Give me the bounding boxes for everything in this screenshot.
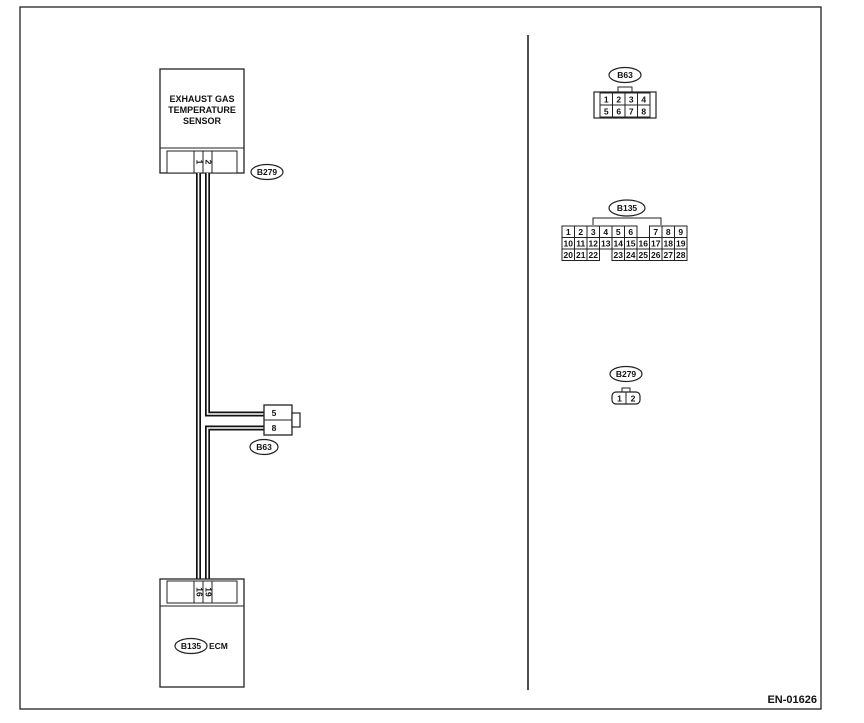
b135-face-pin-label: 19 <box>676 239 686 249</box>
connector-face-b279: B279 1 2 <box>609 365 643 405</box>
b135-face-pin-label: 28 <box>676 250 686 260</box>
b63-face-pin-label: 5 <box>604 107 609 117</box>
b135-face-pin-label: 14 <box>614 239 624 249</box>
b63-face-latch <box>617 86 633 93</box>
b63-face-pin-label: 7 <box>629 107 634 117</box>
b63-face-tag <box>608 66 642 84</box>
sensor-connector-tag <box>250 163 284 181</box>
b135-face-pin-label: 4 <box>603 227 608 237</box>
b63-face-pin-label: 3 <box>629 95 634 105</box>
b279-face-pin-1: 1 <box>617 394 622 404</box>
b135-face-pin-label: 11 <box>576 239 585 249</box>
b135-face-pin-label: 17 <box>651 239 661 249</box>
b135-face-pin-label: 20 <box>564 250 574 260</box>
b135-face-pin-label: 3 <box>591 227 596 237</box>
joint-pin-8-label: 8 <box>272 423 277 433</box>
ecm-connector-housing <box>166 580 238 604</box>
sensor-pin-2-label: 2 <box>203 160 213 165</box>
b135-face-cell <box>674 248 688 261</box>
b135-face-pin-label: 23 <box>614 250 624 260</box>
ecm-label: ECM <box>209 641 228 651</box>
b135-face-pin-label: 26 <box>651 250 661 260</box>
b135-face-pin-label: 22 <box>589 250 599 260</box>
outer-frame <box>19 6 822 710</box>
b135-face-cell <box>586 248 600 261</box>
b135-face-pin-label: 2 <box>578 227 583 237</box>
b135-face-pin-label: 21 <box>576 250 586 260</box>
b279-face-code: B279 <box>616 369 637 379</box>
ecm-unit: 16 19 B135 ECM <box>159 578 245 688</box>
joint-connector-latch <box>291 412 301 428</box>
wire-pin2-core <box>206 173 266 415</box>
b135-face-pin-label: 18 <box>664 239 674 249</box>
ecm-connector-code: B135 <box>181 641 202 651</box>
b279-face-pin-2: 2 <box>631 394 636 404</box>
b135-face-pin-label: 24 <box>626 250 636 260</box>
b135-face-pin-label: 25 <box>639 250 649 260</box>
sensor-connector-housing <box>166 150 238 174</box>
b135-face-pin-label: 10 <box>564 239 574 249</box>
b63-face-code: B63 <box>617 70 633 80</box>
b135-face-pin-label: 9 <box>678 227 683 237</box>
figure-code: EN-01626 <box>767 694 817 706</box>
b63-face-cell <box>637 104 651 118</box>
b135-face-tag <box>608 199 646 217</box>
b135-face-latch <box>592 217 662 225</box>
exhaust-gas-sensor: EXHAUST GAS TEMPERATURE SENSOR 1 2 B279 <box>159 68 284 181</box>
joint-connector-code: B63 <box>256 442 272 452</box>
joint-pin-5-label: 5 <box>272 408 277 418</box>
ecm-pin-19-label: 19 <box>203 587 213 597</box>
b135-face-pin-label: 5 <box>616 227 621 237</box>
joint-connector-b63: 5 8 B63 <box>249 404 301 456</box>
ecm-connector-tag <box>174 637 208 655</box>
sensor-title-line-3: SENSOR <box>183 116 222 126</box>
b135-face-pin-label: 16 <box>639 239 649 249</box>
b63-face-pin-label: 8 <box>641 107 646 117</box>
b135-face-pin-label: 8 <box>666 227 671 237</box>
b135-face-pin-label: 15 <box>626 239 636 249</box>
b135-face-pin-label: 12 <box>589 239 599 249</box>
b135-face-pin-label: 27 <box>664 250 674 260</box>
b135-face-pin-label: 1 <box>566 227 571 237</box>
sensor-connector-code: B279 <box>257 167 278 177</box>
b63-face-pin-label: 2 <box>616 95 621 105</box>
b63-face-pin-label: 4 <box>641 95 646 105</box>
ecm-pin-16-label: 16 <box>194 587 204 597</box>
wire-pin2-to-b63-5 <box>205 173 266 417</box>
sensor-title-line-2: TEMPERATURE <box>168 105 236 115</box>
b135-face-pin-label: 7 <box>653 227 658 237</box>
b135-face-pin-label: 13 <box>601 239 611 249</box>
wire-b63-8-core <box>206 427 266 583</box>
joint-connector-tag <box>249 438 279 456</box>
b279-face-tag <box>609 365 643 383</box>
sensor-pin-1-label: 1 <box>194 160 204 165</box>
b135-face-code: B135 <box>617 203 638 213</box>
sensor-title-line-1: EXHAUST GAS <box>169 94 234 104</box>
b63-face-pin-label: 1 <box>604 95 609 105</box>
b135-face-pin-label: 6 <box>628 227 633 237</box>
wire-harness <box>196 173 266 583</box>
b63-face-pin-label: 6 <box>616 107 621 117</box>
